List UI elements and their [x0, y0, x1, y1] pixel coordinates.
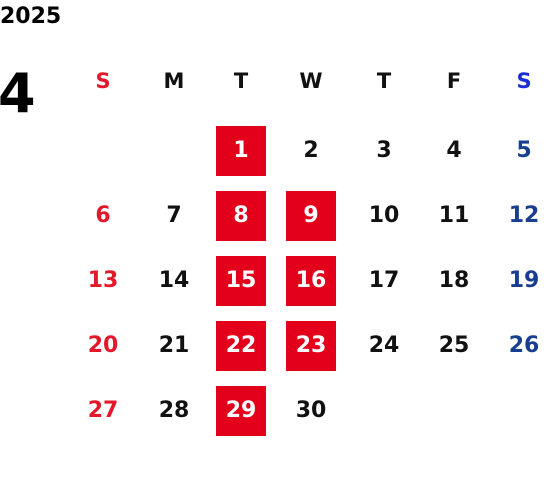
day-cell: 27 [87, 398, 119, 423]
weekday-fri: F [446, 69, 462, 93]
day-cell: 28 [158, 398, 190, 423]
day-cell: 19 [508, 268, 540, 293]
day-cell: 10 [368, 203, 400, 228]
highlighted-day-cell: 8 [216, 191, 266, 241]
weekday-mon: M [163, 69, 185, 93]
day-cell: 6 [95, 203, 111, 228]
highlighted-day-cell: 1 [216, 126, 266, 176]
day-cell: 17 [368, 268, 400, 293]
highlighted-day-cell: 9 [286, 191, 336, 241]
day-cell: 3 [376, 138, 392, 163]
day-cell: 7 [166, 203, 182, 228]
day-cell: 13 [87, 268, 119, 293]
day-cell: 30 [295, 398, 327, 423]
day-cell: 24 [368, 333, 400, 358]
day-cell: 21 [158, 333, 190, 358]
highlighted-day-cell: 23 [286, 321, 336, 371]
day-cell: 25 [438, 333, 470, 358]
weekday-wed: W [299, 69, 323, 93]
weekday-tue: T [233, 69, 249, 93]
highlighted-day-cell: 29 [216, 386, 266, 436]
weekday-sat: S [516, 69, 532, 93]
highlighted-day-cell: 16 [286, 256, 336, 306]
year-label: 2025 [0, 4, 62, 29]
day-cell: 26 [508, 333, 540, 358]
day-cell: 4 [446, 138, 462, 163]
day-cell: 20 [87, 333, 119, 358]
day-cell: 14 [158, 268, 190, 293]
highlighted-day-cell: 22 [216, 321, 266, 371]
day-cell: 12 [508, 203, 540, 228]
day-cell: 5 [516, 138, 532, 163]
day-cell: 2 [303, 138, 319, 163]
day-cell: 18 [438, 268, 470, 293]
highlighted-day-cell: 15 [216, 256, 266, 306]
month-number: 4 [0, 62, 36, 125]
day-cell: 11 [438, 203, 470, 228]
weekday-thu: T [376, 69, 392, 93]
weekday-sun: S [95, 69, 111, 93]
